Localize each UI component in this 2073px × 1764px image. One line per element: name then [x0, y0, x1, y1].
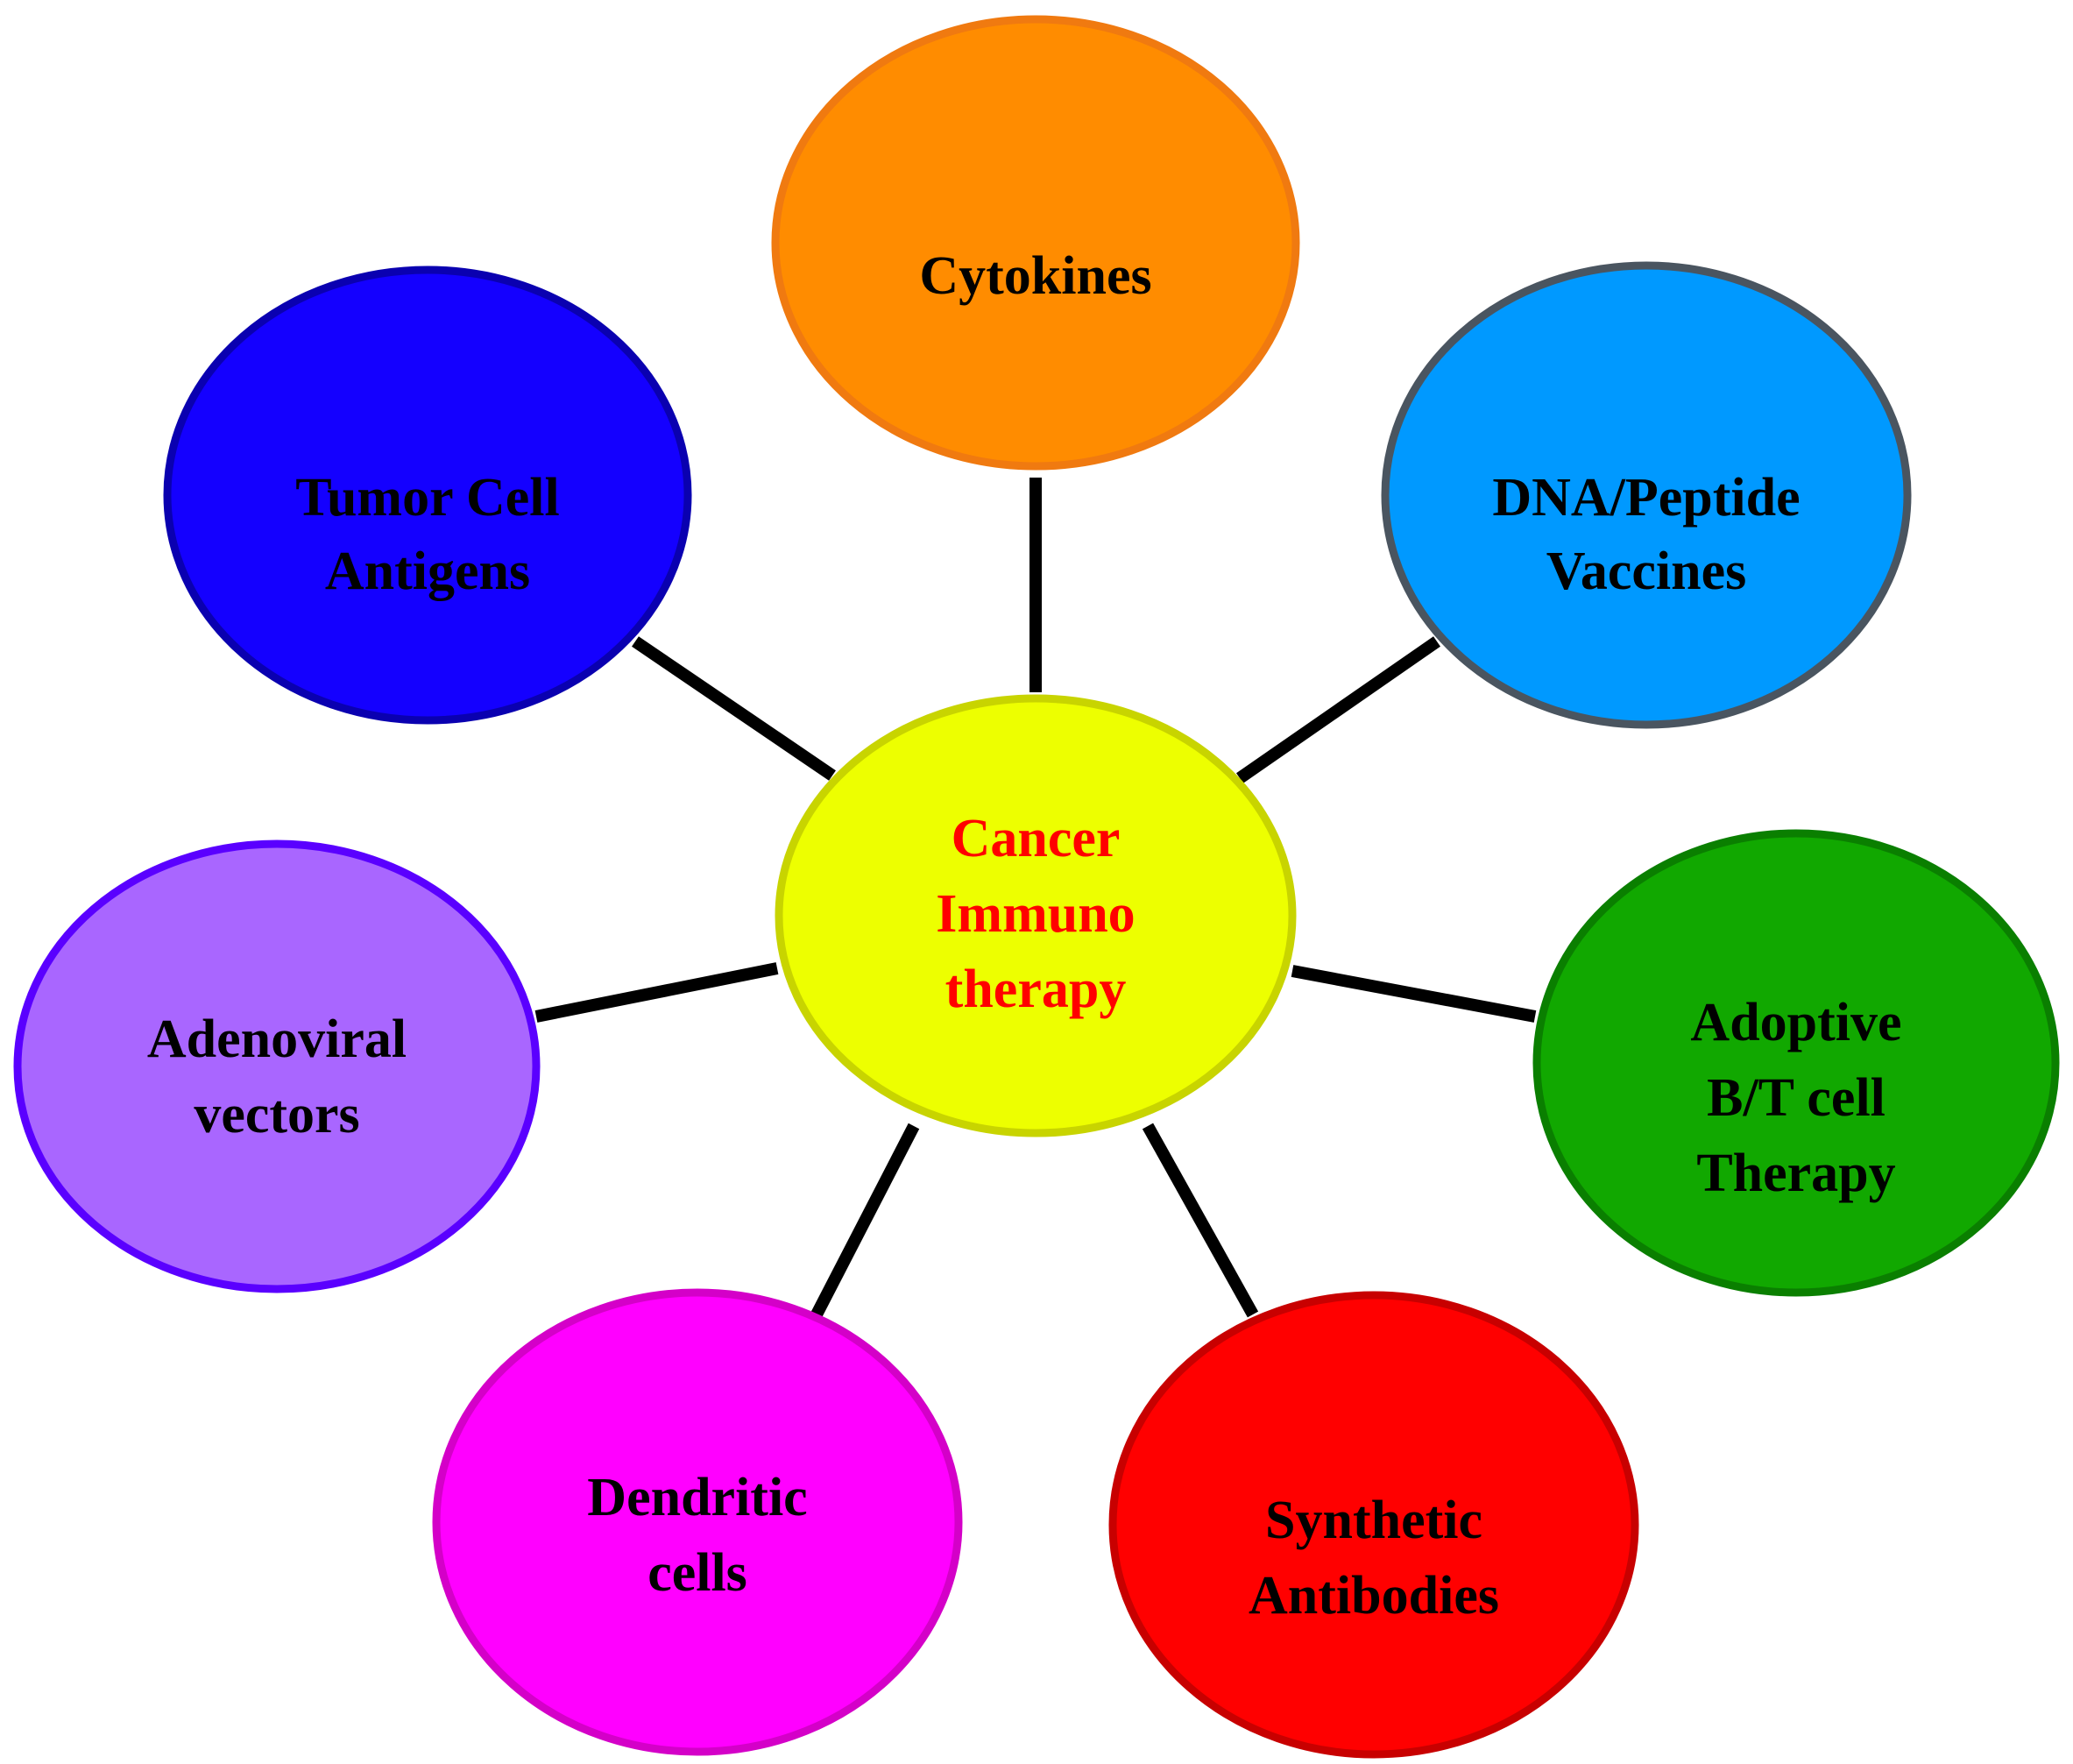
- node-ellipse-dna-peptide-vaccines: [1381, 261, 1912, 729]
- node-ellipse-tumor-cell-antigens: [163, 266, 692, 725]
- node-cytokines: Cytokines: [771, 15, 1300, 471]
- node-ellipse-adenoviral-vectors: [13, 839, 541, 1293]
- node-label-dna-peptide-vaccines-line-1: DNA/Peptide: [1492, 468, 1800, 528]
- node-dendritic-cells: Dendritic cells: [432, 1288, 963, 1756]
- node-ellipse-adoptive-bt-cell-therapy: [1532, 829, 2060, 1297]
- center-label-line-1: Cancer: [952, 809, 1121, 868]
- node-label-synthetic-antibodies-line-2: Antibodies: [1249, 1566, 1499, 1626]
- node-label-adenoviral-vectors-line-1: Adenoviral: [147, 1010, 407, 1069]
- node-ellipse-synthetic-antibodies: [1108, 1291, 1639, 1759]
- connector-dendritic-cells: [810, 1123, 920, 1318]
- node-label-tumor-cell-antigens-line-1: Tumor Cell: [295, 468, 559, 528]
- node-ellipse-dendritic-cells: [432, 1288, 963, 1756]
- connector-tumor-cell-antigens: [632, 636, 836, 781]
- connector-adenoviral-vectors: [534, 962, 779, 1023]
- center-label-line-2: Immuno: [936, 884, 1135, 944]
- node-label-cytokines-line-1: Cytokines: [919, 246, 1151, 306]
- node-label-synthetic-antibodies-line-1: Synthetic: [1265, 1491, 1482, 1550]
- node-label-dendritic-cells-line-1: Dendritic: [587, 1468, 807, 1527]
- node-adenoviral-vectors: Adenoviral vectors: [13, 839, 541, 1293]
- node-label-adoptive-bt-cell-therapy-line-2: B/T cell: [1707, 1068, 1886, 1128]
- node-label-tumor-cell-antigens-line-2: Antigens: [325, 542, 530, 601]
- node-label-adoptive-bt-cell-therapy-line-1: Adoptive: [1690, 993, 1901, 1052]
- connector-synthetic-antibodies: [1142, 1123, 1259, 1318]
- connector-adoptive-bt-cell-therapy: [1291, 965, 1537, 1023]
- center-label-line-3: therapy: [945, 960, 1127, 1019]
- node-label-dna-peptide-vaccines-line-2: Vaccines: [1546, 542, 1746, 601]
- connector-dna-peptide-vaccines: [1236, 636, 1440, 783]
- node-label-adenoviral-vectors-line-2: vectors: [194, 1085, 359, 1144]
- nodes: CytokinesDNA/PeptideVaccinesAdoptiveB/T …: [13, 15, 2060, 1759]
- connectors: [534, 478, 1537, 1318]
- node-ellipse-cytokines: [771, 15, 1300, 471]
- node-label-dendritic-cells-line-2: cells: [647, 1543, 747, 1603]
- center-ellipse: [775, 694, 1297, 1137]
- node-label-adoptive-bt-cell-therapy-line-3: Therapy: [1696, 1144, 1895, 1203]
